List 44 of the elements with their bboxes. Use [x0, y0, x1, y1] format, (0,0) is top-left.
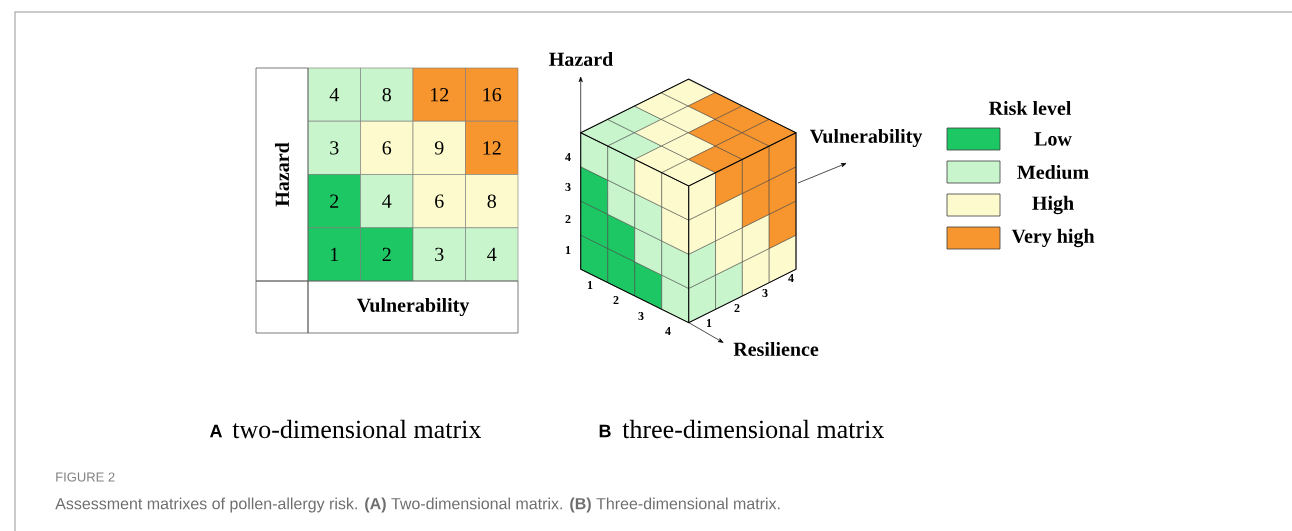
legend-label: Low: [1034, 132, 1072, 146]
risk-cell: 8: [360, 67, 414, 122]
panel-letter: B: [599, 424, 611, 438]
legend-title: Risk level: [988, 100, 1072, 116]
axis-label: Hazard: [549, 51, 613, 67]
risk-cell: 4: [465, 227, 519, 282]
risk-cell: 4: [360, 174, 414, 229]
panel-title: two-dimensional matrix: [232, 419, 482, 439]
tick-label: 4: [665, 327, 671, 335]
figure-caption: Assessment matrixes of pollen-allergy risk. (A) Two-dimensional matrix. (B) Three-dimensional matrix.: [55, 497, 780, 513]
risk-cell: 9: [412, 120, 466, 175]
legend-label: High: [1032, 195, 1074, 215]
tick-label: 1: [565, 246, 571, 254]
risk-cell: 12: [412, 67, 466, 122]
tick-label: 3: [762, 288, 768, 298]
risk-cell: 4: [307, 67, 361, 122]
tick-label: 1: [706, 319, 712, 327]
tick-label: 3: [638, 311, 644, 321]
risk-cell: 12: [465, 120, 519, 175]
axis-header-cell: Hazard: [255, 67, 309, 282]
risk-cell: 8: [465, 174, 519, 229]
axis-label: Resilience: [733, 341, 819, 357]
risk-cell: 16: [465, 67, 519, 122]
risk-cell: 2: [360, 227, 414, 282]
tick-label: 1: [587, 281, 593, 289]
tick-label: 2: [565, 215, 571, 223]
risk-cell: 3: [307, 120, 361, 175]
risk-cell: 6: [412, 174, 466, 229]
axis-header-cell: Vulnerability: [307, 280, 519, 334]
panel-title: three-dimensional matrix: [622, 419, 885, 439]
figure-number: FIGURE 2: [56, 472, 115, 482]
tick-label: 4: [565, 153, 571, 161]
axis-label: Vulnerability: [809, 128, 923, 148]
legend-label: Medium: [1017, 164, 1089, 180]
tick-label: 2: [613, 296, 619, 304]
risk-cell: 6: [360, 120, 414, 175]
risk-cell: 1: [307, 227, 361, 282]
risk-cell: 2: [307, 174, 361, 229]
tick-label: 4: [788, 274, 794, 282]
tick-label: 2: [734, 304, 740, 312]
panel-letter: A: [209, 424, 223, 438]
legend-label: Very high: [1011, 228, 1095, 248]
risk-cell: 3: [412, 227, 466, 282]
tick-label: 3: [565, 182, 571, 192]
